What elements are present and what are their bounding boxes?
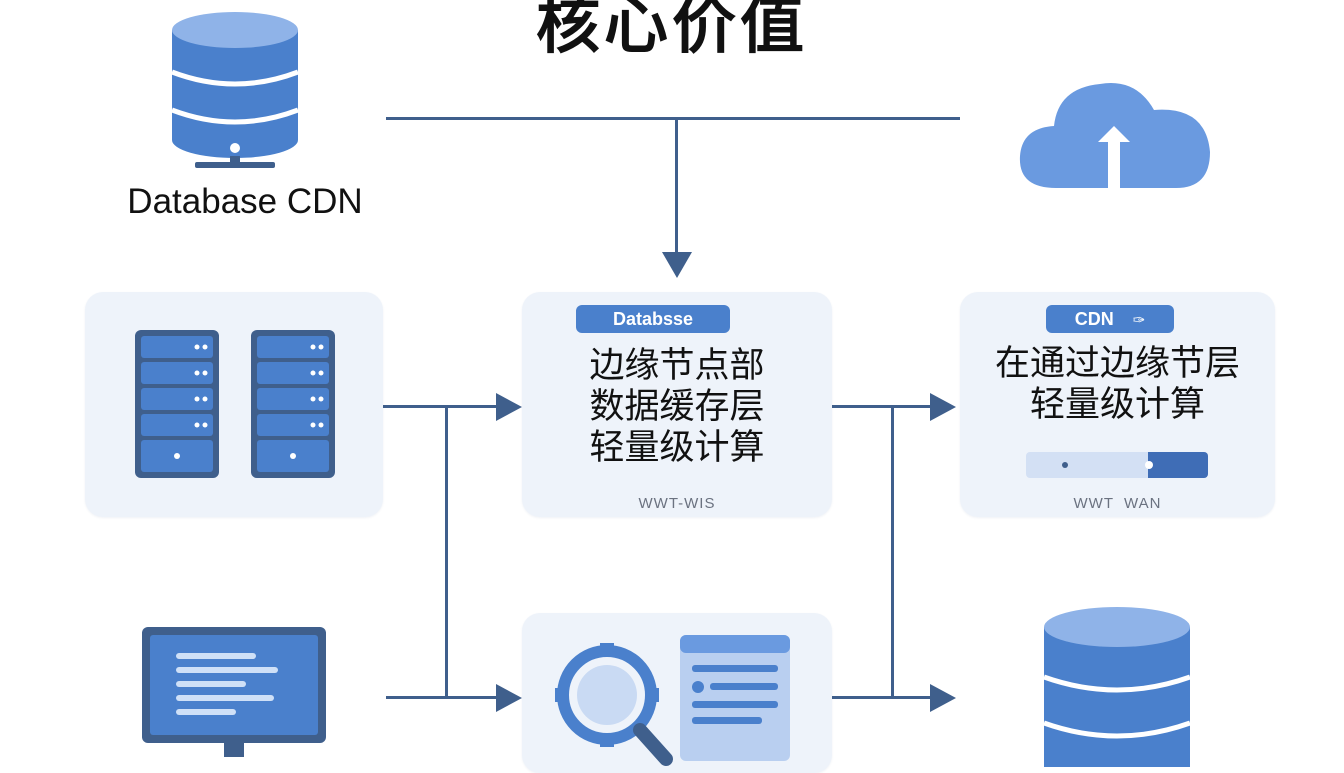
right-vertical-connector [891,405,894,698]
progress-dot [1062,462,1068,468]
left-vertical-connector [445,405,448,698]
cdn-card: CDN ✑ 在通过边缘节层 轻量级计算 WWT WAN [960,292,1275,517]
database-icon [171,12,299,168]
center-card-connector [807,405,937,408]
document-icon [680,635,790,761]
card-footer: WWT-WIS [638,495,716,512]
database-icon [1043,607,1191,767]
database-cdn-label: Database CDN [127,182,363,221]
card-description: 在通过边缘节层 轻量级计算 [994,344,1240,425]
arrow-right-icon [930,393,956,421]
top-horizontal-line [386,117,960,120]
edit-icon: ✑ [1132,312,1146,329]
top-vertical-line [675,118,678,258]
page-title: 核心价值 [536,0,808,63]
arrow-right-icon [496,684,522,712]
magnifier-icon [555,643,673,766]
arrow-right-icon [930,684,956,712]
monitor-icon [142,627,326,757]
server-card [85,292,383,517]
left-card-connector [363,405,503,408]
arrow-right-icon [496,393,522,421]
progress-dot [1145,461,1153,469]
cloud-upload-icon [1019,83,1210,188]
card-description: 边缘节点部 数据缓存层 轻量级计算 [589,346,765,468]
search-card [522,613,832,773]
server-rack-icon [135,330,335,478]
bottom-left-connector [386,696,504,699]
card-badge: Databsse [576,305,730,333]
card-badge-label: CDN [1074,309,1114,329]
progress-track [1026,452,1208,478]
progress-fill [1147,452,1208,478]
bottom-right-connector [807,696,937,699]
card-footer: WWT WAN [1073,495,1162,512]
edge-node-card: Databsse 边缘节点部 数据缓存层 轻量级计算 WWT-WIS [522,292,832,517]
arrow-down-icon [662,252,692,278]
card-badge: CDN ✑ [1046,305,1174,333]
